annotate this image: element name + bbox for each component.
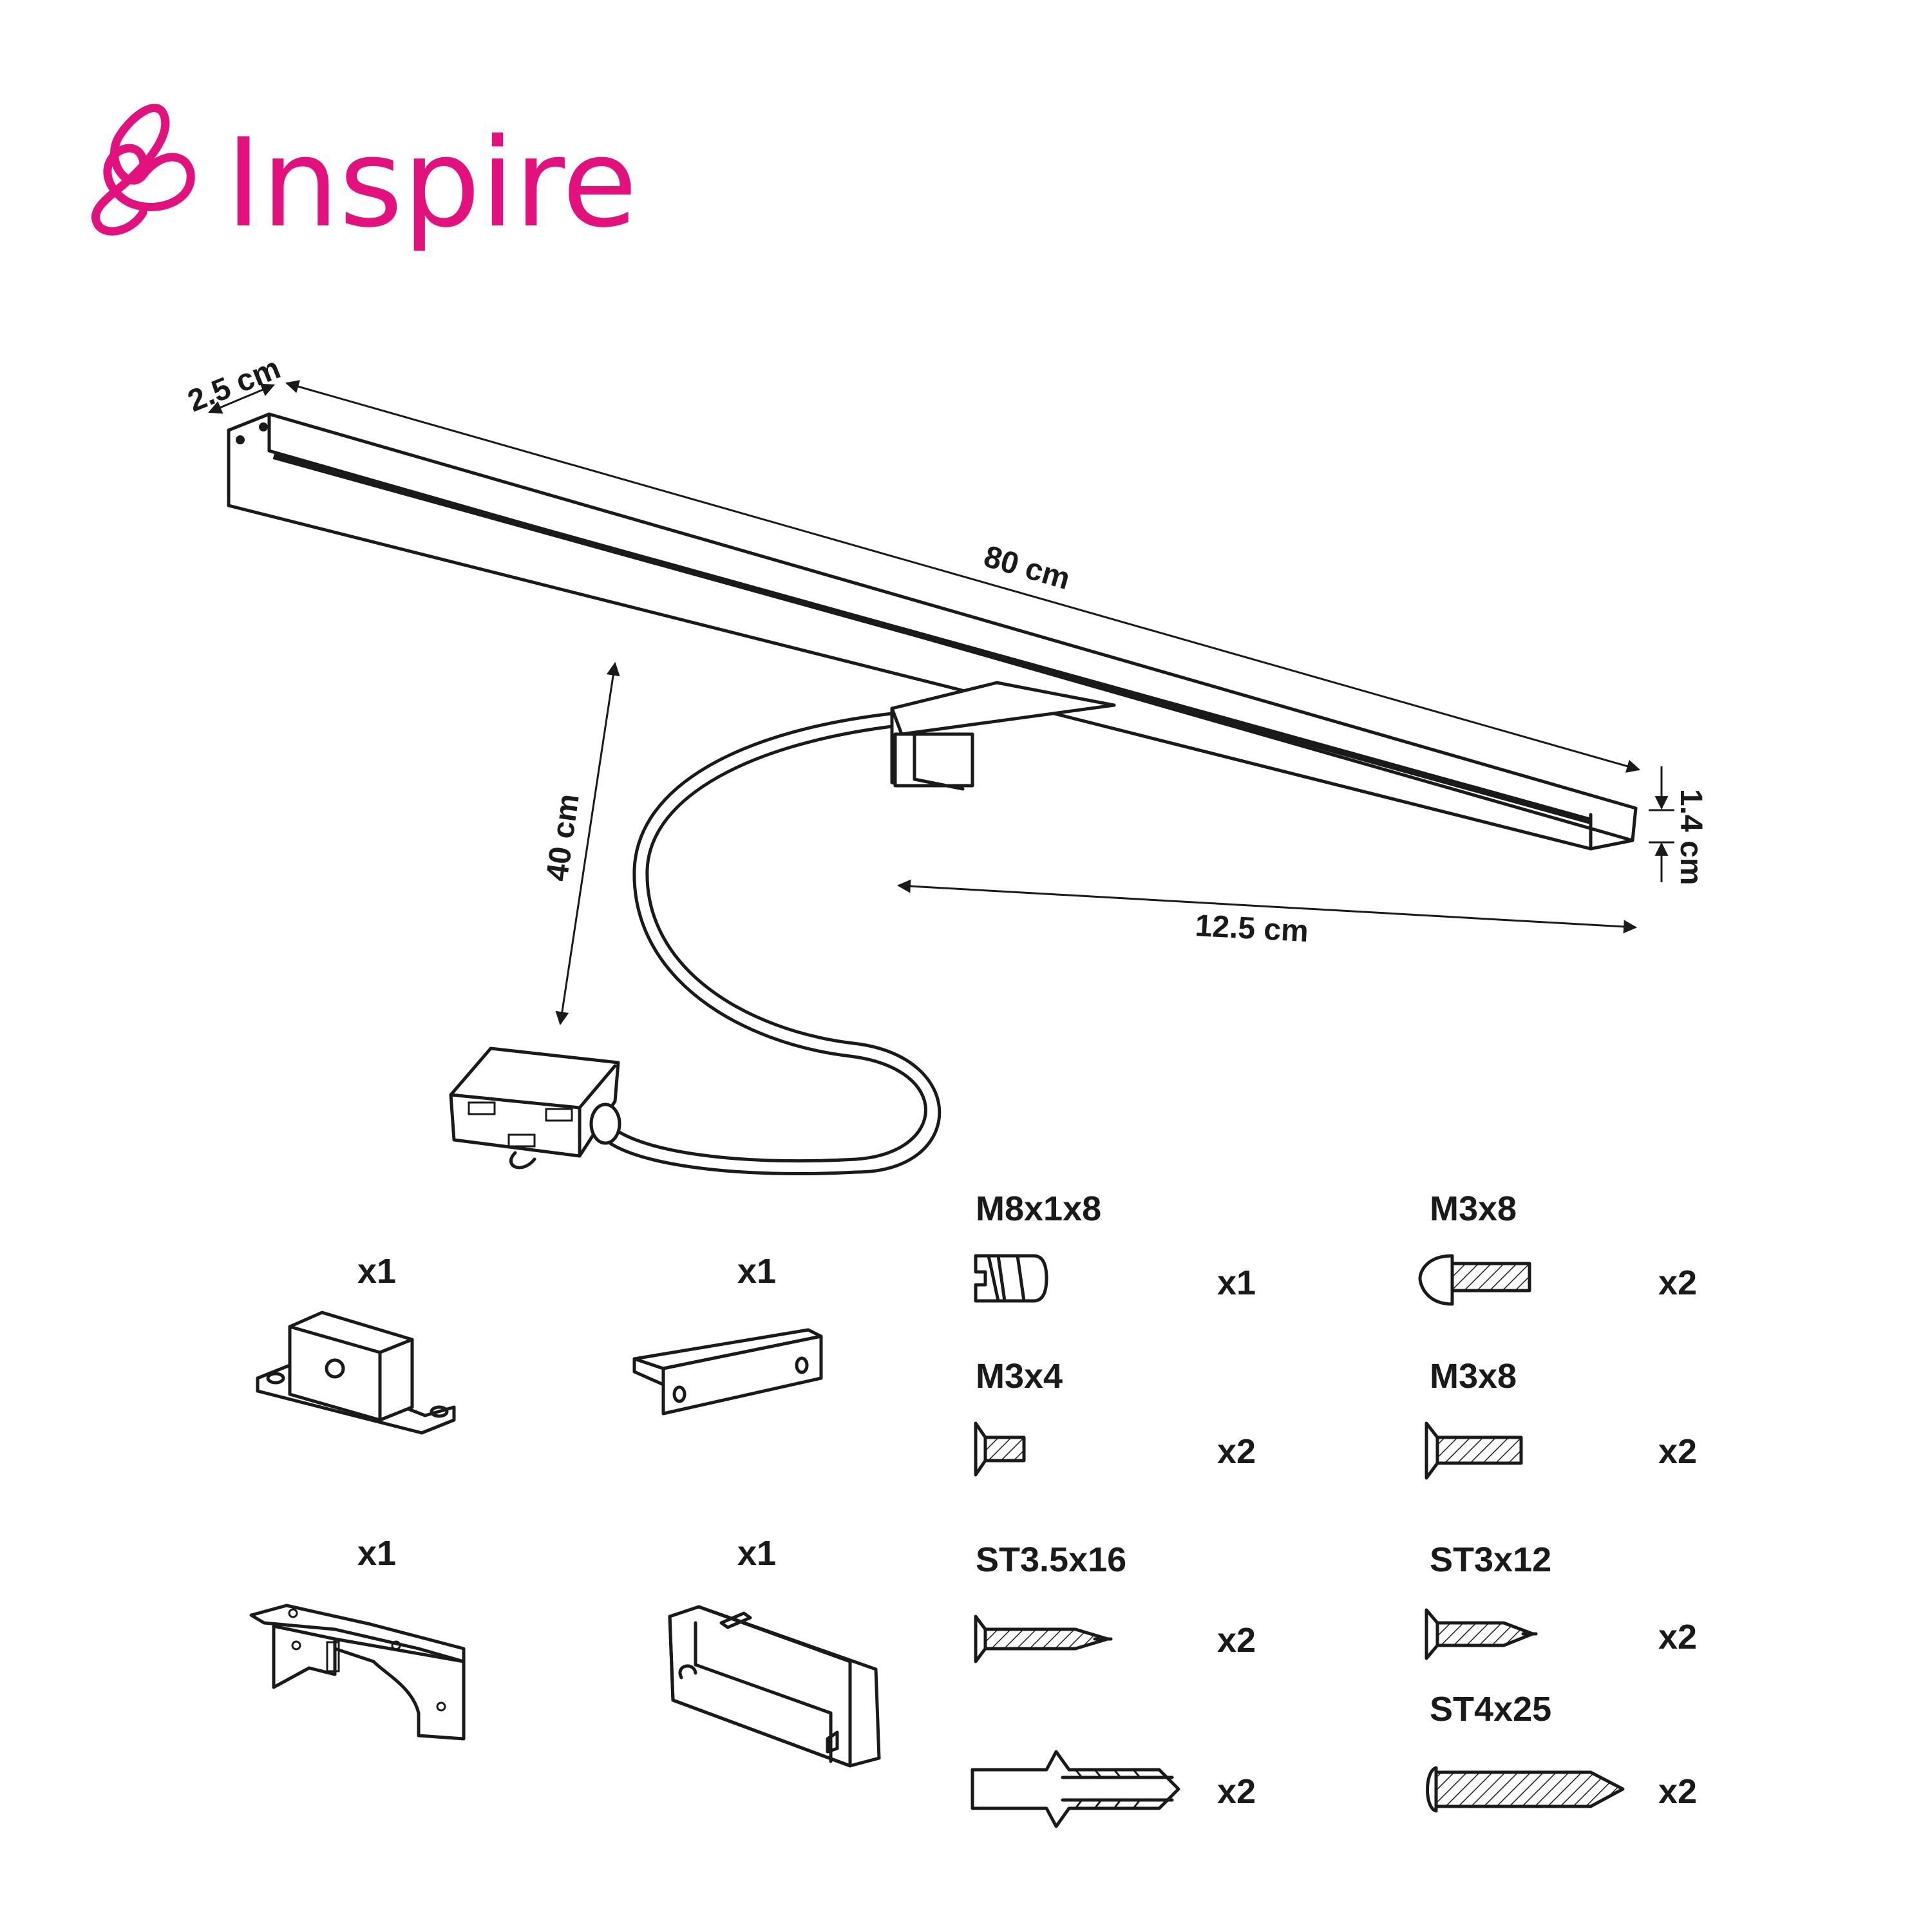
hardware-label: M3x4 [976, 1357, 1063, 1396]
dimension-height: 1.4 cm [1649, 766, 1708, 885]
cloud-knot-logo-icon [91, 104, 195, 236]
arm-reach-label: 12.5 cm [1194, 909, 1309, 949]
hardware-qty: x2 [1658, 1264, 1697, 1302]
bracket-saddle: x1 [249, 1534, 466, 1741]
hardware-st3-5x16: ST3.5x16 x2 [974, 1540, 1256, 1663]
bracket-flat: x1 [632, 1252, 823, 1416]
brand-logo: Inspire [91, 104, 638, 254]
dimension-cable-length: 40 cm [540, 661, 620, 1026]
bracket-qty: x1 [737, 1252, 776, 1291]
hardware-label: M3x8 [1430, 1357, 1517, 1396]
hardware-label: ST3x12 [1430, 1540, 1551, 1579]
hardware-qty: x2 [1658, 1772, 1697, 1811]
tapping-screw-icon [1425, 1608, 1538, 1660]
dimension-width: 2.5 cm [183, 351, 285, 419]
tapping-screw-icon [974, 1615, 1113, 1663]
grub-screw-icon [974, 1254, 1048, 1303]
cable-length-label: 40 cm [540, 791, 585, 883]
bracket-qty: x1 [357, 1252, 396, 1291]
dimension-arm-reach: 12.5 cm [896, 879, 1638, 949]
hardware-qty: x2 [1217, 1432, 1256, 1471]
wall-plug-icon [971, 1750, 1180, 1828]
mounting-arm [890, 681, 1116, 791]
hardware-st3x12: ST3x12 x2 [1425, 1540, 1697, 1660]
hardware-qty: x1 [1217, 1264, 1256, 1302]
countersunk-screw-icon [974, 1421, 1026, 1477]
hardware-st4x25: ST4x25 x2 [1426, 1690, 1697, 1813]
length-label: 80 cm [980, 540, 1074, 596]
hardware-m3x8-countersunk: M3x8 x2 [1425, 1357, 1697, 1480]
hardware-qty: x2 [1658, 1432, 1697, 1471]
hardware-wall-plug: x2 [971, 1750, 1256, 1828]
clamp-block-icon [256, 1311, 456, 1435]
bracket-qty: x1 [737, 1534, 776, 1573]
hardware-qty: x2 [1217, 1772, 1256, 1811]
countersunk-screw-icon [1425, 1421, 1523, 1480]
hardware-qty: x2 [1217, 1621, 1256, 1660]
long-wood-screw-icon [1426, 1766, 1625, 1813]
height-label: 1.4 cm [1674, 789, 1708, 885]
hardware-label: ST4x25 [1430, 1690, 1551, 1728]
brand-name: Inspire [225, 112, 638, 254]
hardware-m3x4: M3x4 x2 [974, 1357, 1256, 1477]
saddle-clamp-icon [249, 1604, 466, 1741]
bracket-box-cover: x1 [668, 1534, 881, 1768]
junction-box-cover-icon [668, 1605, 881, 1768]
hardware-qty: x2 [1658, 1618, 1697, 1656]
pan-head-screw-icon [1418, 1254, 1531, 1306]
bracket-qty: x1 [357, 1534, 396, 1573]
driver-box [449, 1046, 621, 1170]
flat-bracket-icon [632, 1328, 823, 1416]
hardware-label: ST3.5x16 [976, 1540, 1126, 1579]
bracket-clamp-block: x1 [256, 1252, 456, 1435]
power-cable [603, 712, 942, 1176]
hardware-m3x8-pan: M3x8 x2 [1418, 1189, 1697, 1306]
width-label: 2.5 cm [183, 351, 285, 419]
hardware-m8x1x8: M8x1x8 x1 [974, 1189, 1256, 1303]
hardware-label: M3x8 [1430, 1189, 1517, 1228]
hardware-label: M8x1x8 [976, 1189, 1101, 1228]
